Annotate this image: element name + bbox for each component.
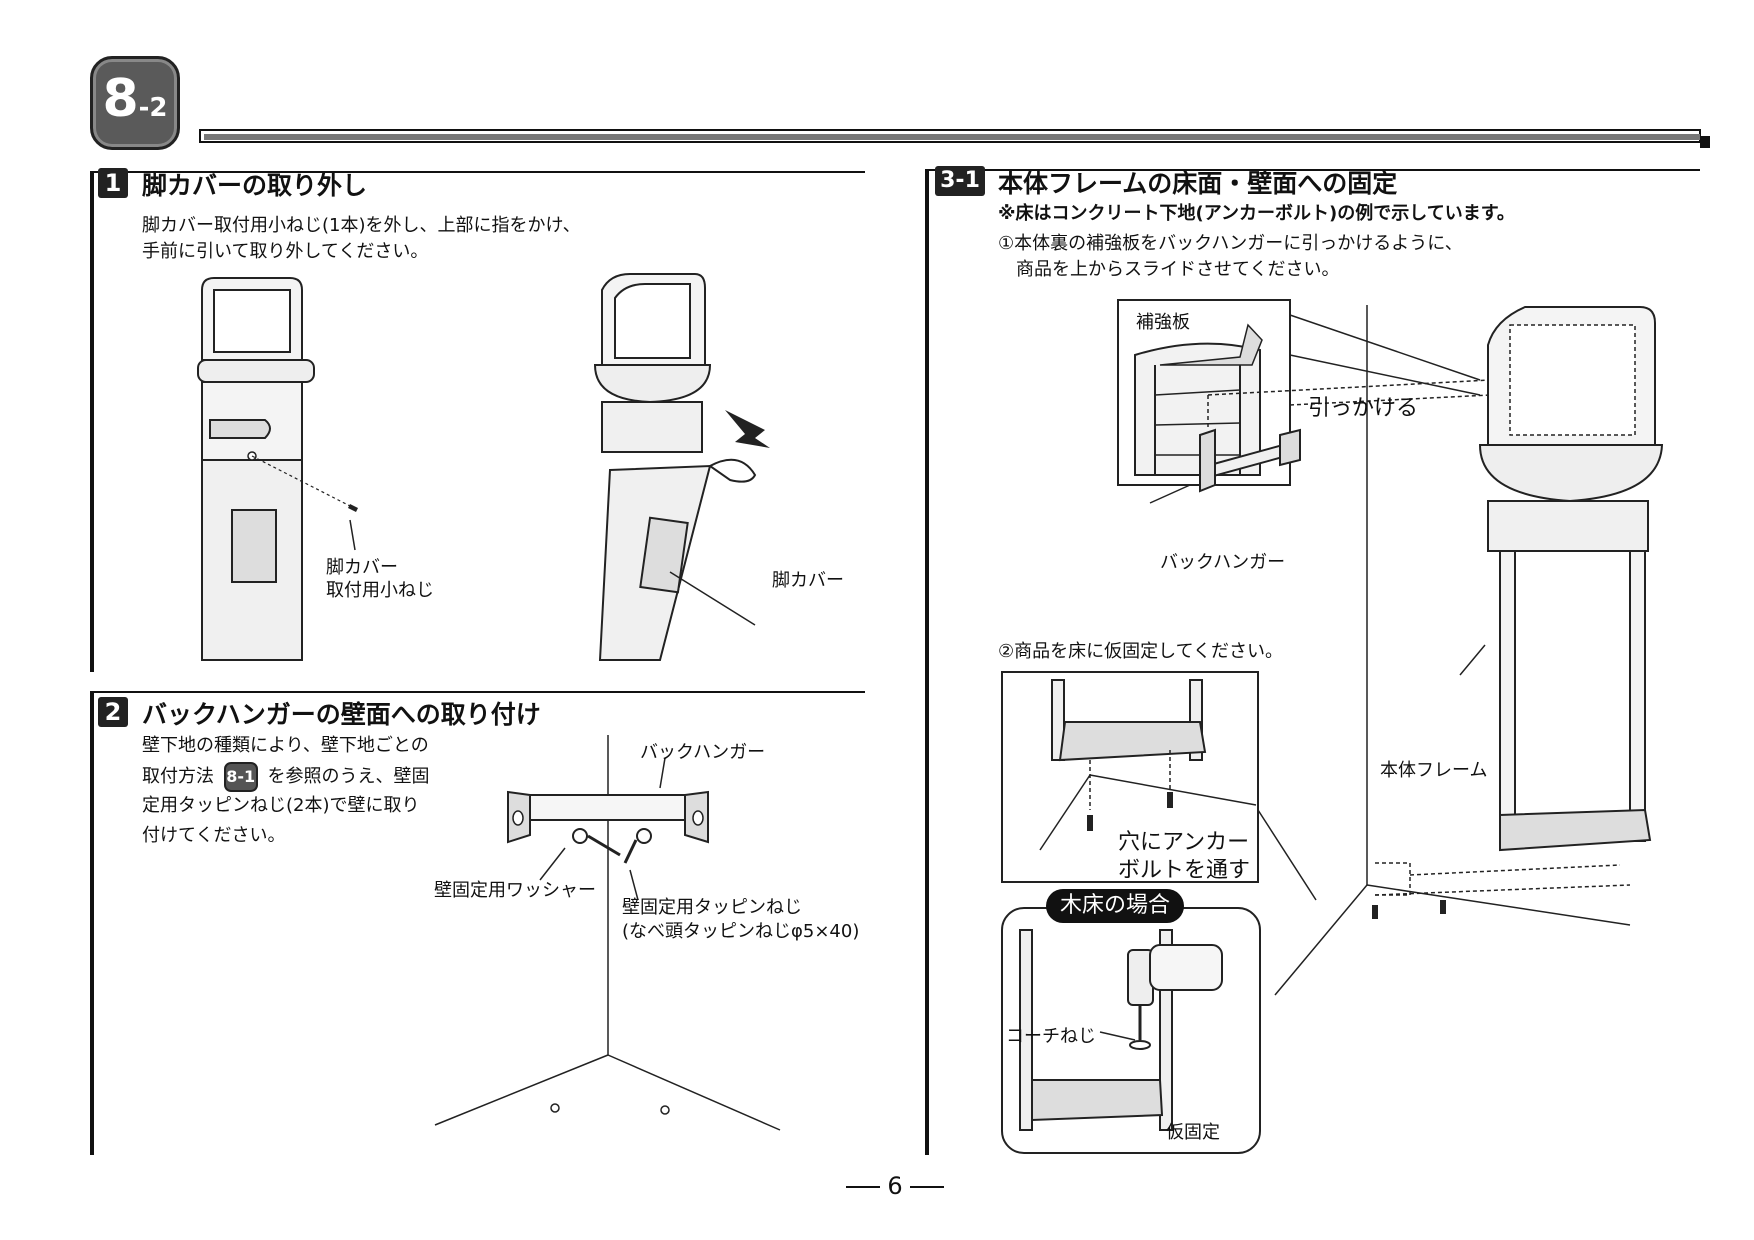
frame-fixing-illustration [1117,299,1664,996]
reference-badge-8-1: 8-1 [223,762,258,792]
section2-number: 2 [98,697,128,727]
section31-step1-line2: 商品を上からスライドさせてください。 [1016,259,1340,280]
label-leg-cover: 脚カバー [772,570,844,591]
label-back-hanger-31: バックハンガー [1160,552,1286,573]
anchor-bolt-illustration [1001,671,1317,901]
label-anchor-line2: ボルトを通す [1118,858,1251,883]
label-wall-washer: 壁固定用ワッシャー [434,880,596,901]
label-temporary-fix: 仮固定 [1166,1122,1220,1143]
section1-body-line1: 脚カバー取付用小ねじ(1本)を外し、上部に指をかけ、 [142,215,581,236]
section2-body-line3: 定用タッピンねじ(2本)で壁に取り [142,795,420,816]
wood-floor-illustration [1001,907,1261,1154]
section1-body-line2: 手前に引いて取り外してください。 [142,241,429,262]
label-reinforcement-plate: 補強板 [1136,312,1190,333]
section1-number: 1 [98,168,128,198]
label-coach-screw: コーチねじ [1006,1026,1096,1047]
chapter-sub-number: -2 [138,93,168,123]
chapter-badge: 8-2 [90,56,180,150]
label-back-hanger: バックハンガー [640,742,766,763]
section2-title: バックハンガーの壁面への取り付け [142,700,541,729]
section1-title: 脚カバーの取り外し [142,171,368,200]
section31-title: 本体フレームの床面・壁面への固定 [998,169,1398,198]
chapter-number: 8 [102,69,139,129]
page-number: 6 [845,1172,945,1200]
section31-step1-line1: ①本体裏の補強板をバックハンガーに引っかけるように、 [998,233,1463,254]
label-wall-screw-line2: (なべ頭タッピンねじφ5×40) [622,921,860,942]
label-wall-screw-line1: 壁固定用タッピンねじ [622,897,802,918]
label-cover-screw-line1: 脚カバー [326,557,398,578]
section2-body-line4: 付けてください。 [142,825,286,846]
label-cover-screw-line2: 取付用小ねじ [326,580,434,601]
label-anchor-line1: 穴にアンカー [1118,830,1250,855]
section2-body-line1: 壁下地の種類により、壁下地ごとの [142,735,429,756]
label-hook: 引っかける [1308,396,1419,421]
section2-body-line2: 取付方法 8-1 を参照のうえ、壁固 [142,762,429,792]
wood-floor-pill: 木床の場合 [1046,889,1184,923]
section31-step2: ②商品を床に仮固定してください。 [998,641,1284,662]
back-hanger-wall-illustration [434,735,781,1131]
leg-cover-illustration [197,273,770,661]
section31-note: ※床はコンクリート下地(アンカーボルト)の例で示しています。 [998,203,1515,224]
section31-number: 3-1 [935,166,985,196]
label-main-frame: 本体フレーム [1380,760,1488,781]
